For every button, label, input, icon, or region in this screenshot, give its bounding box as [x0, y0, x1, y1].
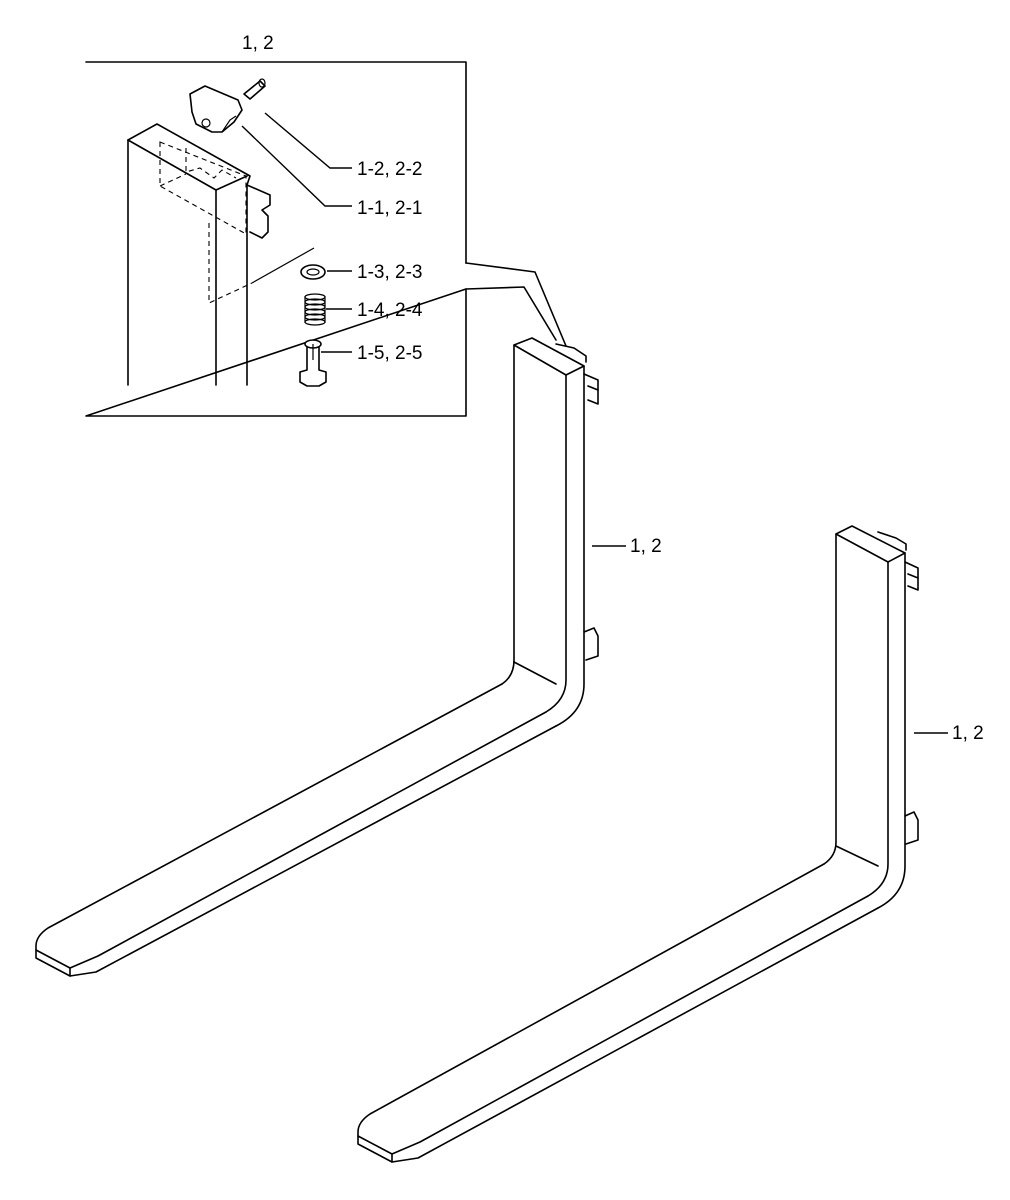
label-1-3-2-3: 1-3, 2-3	[357, 262, 422, 283]
spring-icon	[304, 293, 326, 326]
fork-right	[357, 525, 919, 1163]
lock-pin-icon	[299, 339, 327, 387]
label-1-5-2-5: 1-5, 2-5	[357, 343, 422, 364]
fork-left	[35, 337, 599, 977]
detail-frame	[85, 61, 467, 417]
detail-inset: 1, 2	[85, 33, 567, 417]
fork-right-label: 1, 2	[952, 723, 984, 744]
roll-pin-icon	[243, 78, 266, 100]
stopper-plate-icon	[189, 85, 243, 133]
washer-icon	[300, 264, 326, 280]
fork-left-label: 1, 2	[630, 536, 662, 557]
detail-title: 1, 2	[242, 33, 274, 54]
label-1-2-2-2: 1-2, 2-2	[357, 159, 422, 180]
fork-shank-section	[127, 123, 315, 386]
label-1-1-2-1: 1-1, 2-1	[357, 198, 422, 219]
detail-callout-lines	[465, 262, 567, 347]
label-1-4-2-4: 1-4, 2-4	[357, 300, 423, 321]
